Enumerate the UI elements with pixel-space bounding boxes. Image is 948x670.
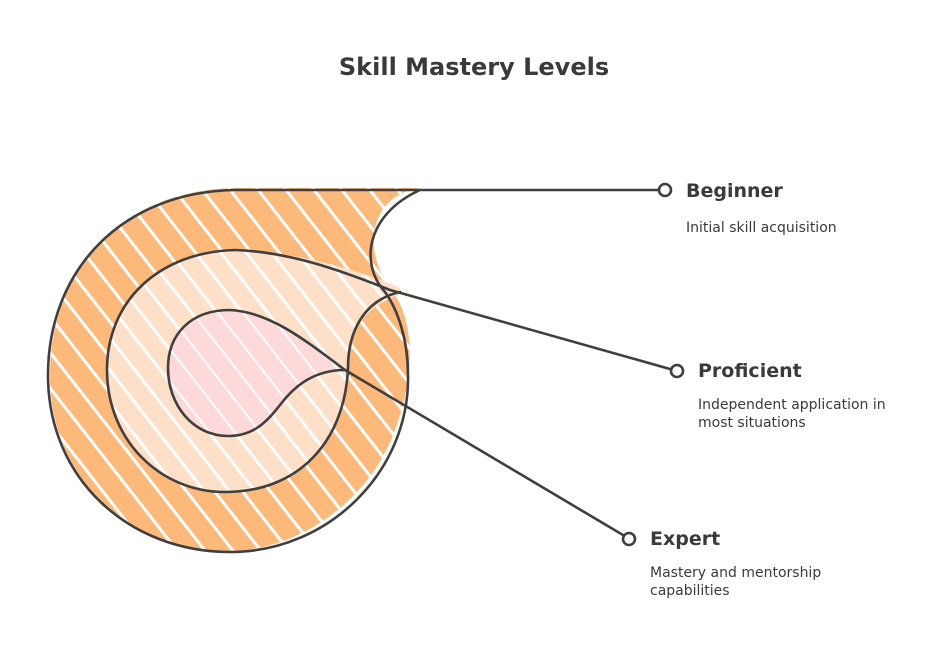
proficient-outline	[105, 248, 679, 494]
expert-outline	[166, 308, 630, 540]
expert-description: Mastery and mentorship capabilities	[650, 565, 822, 599]
expert-connector-dot	[621, 531, 637, 547]
beginner-outline	[46, 188, 667, 554]
beginner-label: Beginner	[686, 180, 783, 202]
diagram-title: Skill Mastery Levels	[338, 53, 610, 81]
expert-label: Expert	[650, 528, 721, 550]
beginner-connector-dot	[657, 182, 673, 198]
proficient-label: Proficient	[698, 360, 802, 382]
beginner-description: Initial skill acquisition	[686, 220, 837, 236]
proficient-connector-dot	[669, 363, 685, 379]
proficient-description: Independent application in most situatio…	[698, 397, 886, 431]
expert-region	[168, 310, 345, 436]
